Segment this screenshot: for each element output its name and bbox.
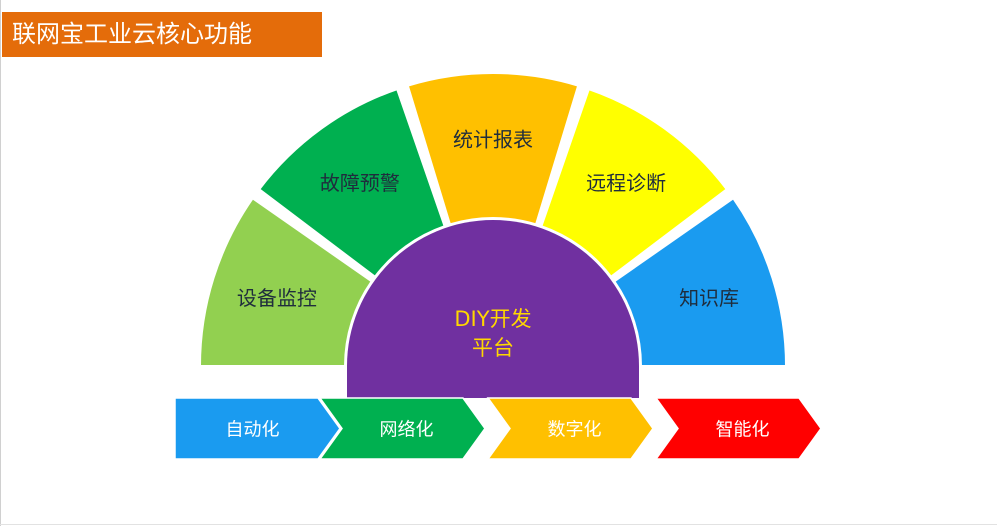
stage-networking — [318, 397, 486, 460]
stage-automation — [174, 397, 341, 460]
page-title: 联网宝工业云核心功能 — [2, 12, 322, 57]
stage-label-networking: 网络化 — [380, 420, 434, 441]
segment-equipment-monitoring — [198, 196, 374, 367]
stage-label-intelligence: 智能化 — [716, 420, 770, 441]
segment-label-fault-warning: 故障预警 — [320, 171, 400, 195]
segment-label-statistics-report: 统计报表 — [453, 128, 533, 152]
stage-label-digitization: 数字化 — [548, 420, 602, 441]
diy-platform-label-line2: 平台 — [472, 336, 514, 360]
segment-remote-diagnosis — [540, 87, 729, 279]
diy-platform-label-line1: DIY开发 — [454, 307, 531, 331]
segment-statistics-report — [406, 72, 580, 226]
stage-intelligence — [654, 397, 822, 460]
stage-digitization — [486, 397, 654, 460]
bottom-border — [0, 524, 997, 525]
segment-knowledge-base — [612, 196, 788, 367]
segment-label-remote-diagnosis: 远程诊断 — [586, 171, 666, 195]
diy-platform-core: DIY开发 平台 — [347, 220, 639, 398]
segment-label-knowledge-base: 知识库 — [679, 286, 739, 310]
diy-platform-shape — [347, 220, 639, 398]
segment-fault-warning — [257, 87, 446, 279]
segment-label-equipment-monitoring: 设备监控 — [237, 286, 317, 310]
left-border — [0, 0, 1, 526]
stage-chevrons: 自动化 网络化 数字化 智能化 — [174, 397, 822, 460]
stage-label-automation: 自动化 — [226, 420, 280, 441]
